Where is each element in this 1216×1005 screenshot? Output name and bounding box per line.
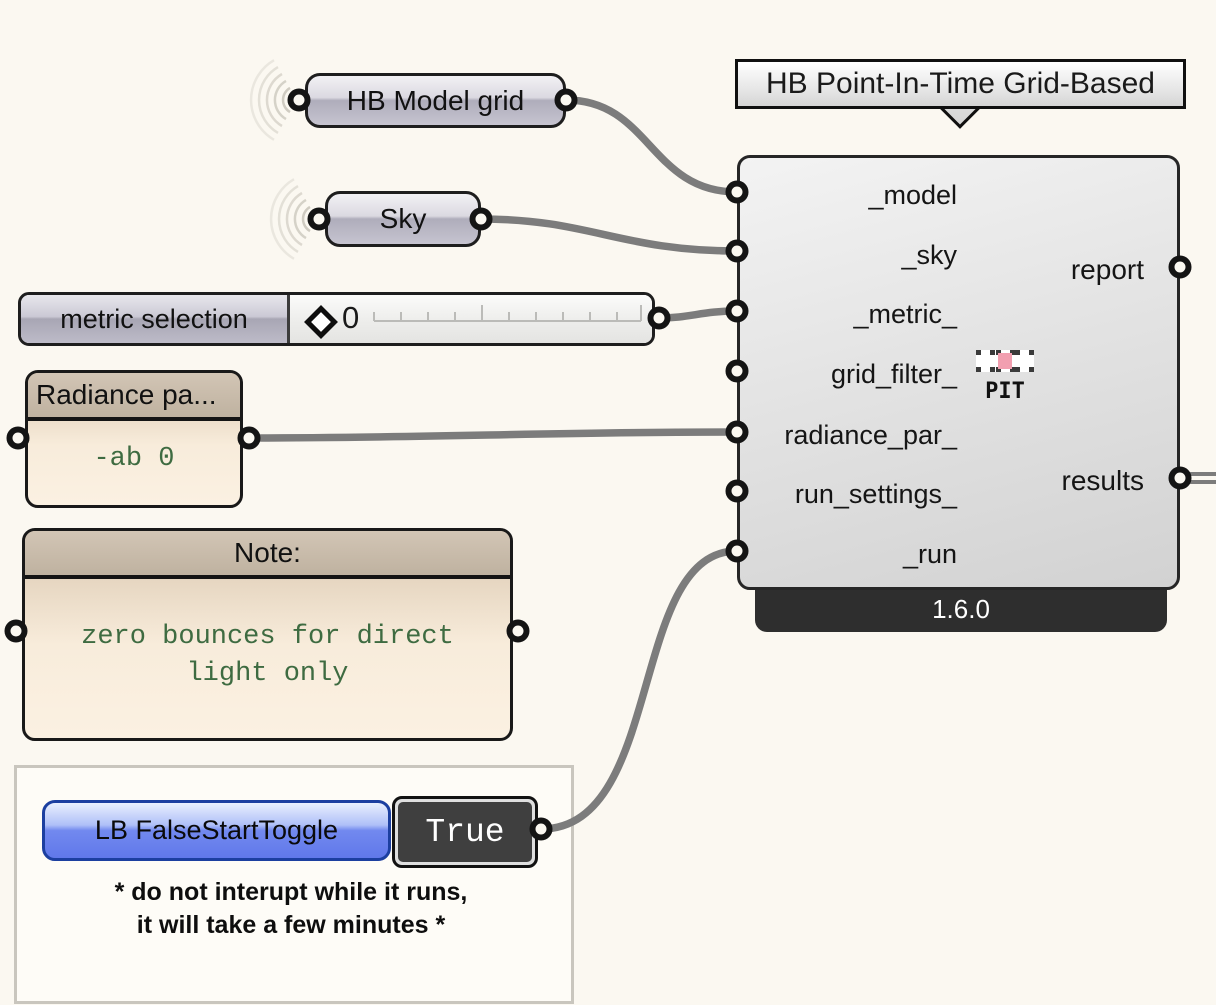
port-note-output[interactable] [506, 619, 530, 643]
port-model-grid-input[interactable] [287, 88, 311, 112]
wire-radiance[interactable] [245, 428, 741, 442]
wire-model[interactable] [562, 96, 741, 196]
wireless-arcs-icon [249, 59, 291, 141]
port-output-results[interactable] [1168, 466, 1192, 490]
panel-title: Note: [25, 531, 510, 579]
output-label-results: results [1061, 465, 1144, 496]
caption-line-1: * do not interupt while it runs, [114, 878, 468, 906]
port-input-metric[interactable] [725, 299, 749, 323]
slider-value: 0 [342, 300, 360, 335]
pit-icon: PIT [976, 350, 1034, 402]
port-input-radiance-par[interactable] [725, 420, 749, 444]
version-badge: 1.6.0 [755, 586, 1167, 632]
svg-text:PIT: PIT [985, 379, 1025, 402]
toggle-state-box[interactable]: True [392, 796, 538, 868]
port-toggle-output[interactable] [529, 817, 553, 841]
metric-slider[interactable]: metric selection 0 [18, 292, 655, 346]
component-hb-point-in-time[interactable]: _model _sky _metric_ grid_filter_ radian… [737, 155, 1180, 590]
panel-body: -ab 0 [28, 421, 240, 497]
output-label-report: report [1070, 254, 1144, 285]
port-sky-output[interactable] [469, 207, 493, 231]
panel-title: Radiance pa... [28, 373, 240, 421]
port-sky-input[interactable] [307, 207, 331, 231]
toggle-label: LB FalseStartToggle [94, 815, 339, 845]
slider-name-label: metric selection [21, 295, 290, 343]
group-caption: * do not interupt while it runs, it will… [14, 876, 568, 942]
port-output-report[interactable] [1168, 255, 1192, 279]
wire-run[interactable] [537, 547, 741, 833]
wireless-arcs-icon [269, 178, 311, 260]
port-input-sky[interactable] [725, 239, 749, 263]
port-input-run[interactable] [725, 539, 749, 563]
param-label: Sky [379, 203, 427, 234]
port-input-run-settings[interactable] [725, 479, 749, 503]
param-label: HB Model grid [346, 84, 525, 116]
panel-content: -ab 0 [93, 444, 175, 474]
caption-line-2: it will take a few minutes * [136, 911, 446, 939]
port-model-grid-output[interactable] [554, 88, 578, 112]
wire-sky[interactable] [477, 215, 741, 255]
input-label-model: _model [868, 180, 957, 210]
port-radiance-output[interactable] [237, 426, 261, 450]
input-label-radiance-par: radiance_par_ [784, 420, 957, 450]
input-label-sky: _sky [901, 240, 957, 270]
input-label-grid-filter: grid_filter_ [830, 359, 957, 389]
port-input-model[interactable] [725, 180, 749, 204]
port-slider-output[interactable] [647, 306, 671, 330]
param-hb-model-grid[interactable]: HB Model grid [305, 73, 566, 128]
slider-track[interactable]: 0 [290, 295, 652, 343]
boolean-toggle[interactable]: LB FalseStartToggle [42, 800, 391, 861]
port-input-grid-filter[interactable] [725, 359, 749, 383]
note-line-1: zero bounces for direct [81, 622, 454, 652]
panel-body: zero bounces for direct light only [25, 579, 510, 693]
radiance-panel[interactable]: Radiance pa... -ab 0 [25, 370, 243, 508]
input-label-metric: _metric_ [853, 299, 957, 329]
param-sky[interactable]: Sky [325, 191, 481, 247]
toggle-state-value: True [398, 802, 532, 862]
slider-ticks [373, 305, 642, 322]
input-label-run-settings: run_settings_ [794, 479, 957, 509]
input-label-run: _run [902, 539, 957, 569]
component-tooltip: HB Point-In-Time Grid-Based [735, 59, 1186, 109]
note-panel[interactable]: Note: zero bounces for direct light only [22, 528, 513, 741]
port-radiance-input[interactable] [6, 426, 30, 450]
port-note-input[interactable] [4, 619, 28, 643]
note-line-2: light only [186, 659, 349, 689]
